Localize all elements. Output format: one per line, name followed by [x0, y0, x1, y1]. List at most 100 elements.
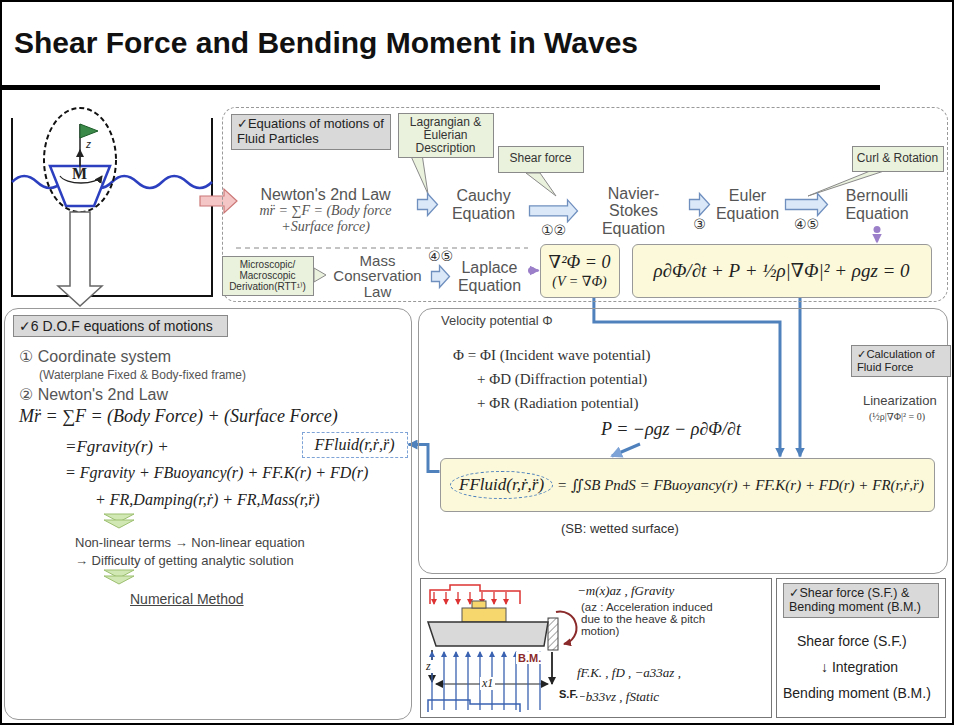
- drawn-shape: [428, 622, 548, 646]
- node-text: ✓6 D.O.F equations of motions: [13, 315, 228, 337]
- node-text: Bernoulli Equation: [834, 187, 921, 222]
- drawn-shape: [410, 154, 428, 194]
- node-text: (az : Acceleration induced due to the he…: [581, 601, 721, 637]
- equation-block: Cauchy Equation: [440, 183, 528, 227]
- drawn-shape: [80, 124, 98, 138]
- node-text: Curl & Rotation: [857, 152, 938, 165]
- drawn-shape: [432, 266, 450, 288]
- node-text: Shear force: [509, 152, 571, 165]
- node-text: → Difficulty of getting analytic solutio…: [75, 553, 294, 568]
- drawn-shape: [526, 173, 556, 196]
- edge-label: ①②: [539, 223, 568, 238]
- node-text: Lagrangian & Eulerian Description: [403, 116, 489, 156]
- edge-label: ③: [691, 217, 708, 232]
- node-text: (½ρ|∇Φ|² = 0): [869, 411, 925, 422]
- node-text: Bending moment (B.M.): [783, 685, 943, 701]
- callout-box: Curl & Rotation: [852, 146, 944, 172]
- formula-box: FFluid(r,ṙ,r̈)= ∬SB PndS = FBuoyancy(r) …: [440, 458, 935, 512]
- node-text: (V = ∇Φ): [552, 273, 607, 290]
- pressure-arrow: [612, 444, 640, 456]
- drawn-shape: [462, 608, 506, 622]
- law-block: Newton's 2nd Lawmr̈ = ∑F = (Body force +…: [236, 178, 416, 244]
- drawn-shape: [528, 267, 535, 274]
- connector: [530, 200, 578, 222]
- node-text: ↓ Integration: [821, 659, 941, 675]
- node-text: Mr̈ = ∑F = (Body Force) + (Surface Force…: [19, 406, 338, 427]
- node-text: P = −ρgz − ρ∂Φ/∂t: [601, 419, 741, 440]
- node-text: + ΦR (Radiation potential): [477, 395, 638, 412]
- region-panel: ✓Calculation of Fluid Force Velocity pote…: [418, 308, 948, 574]
- connector: [800, 298, 801, 457]
- node-text: ② Newton's 2nd Law: [19, 385, 168, 404]
- drawn-shape: [455, 652, 456, 710]
- region-panel: ✓6 D.O.F equations of motions① Coordinat…: [4, 308, 412, 720]
- connector: [418, 194, 438, 216]
- node-text: Navier-Stokes Equation: [584, 185, 684, 238]
- drawn-shape: [548, 618, 558, 650]
- node-text: fF.K. , fD , −a33az ,: [577, 665, 769, 681]
- node-text: ∇²Φ = 0: [549, 251, 611, 273]
- inset-box: −m(x)az , fGravity(az : Acceleration ind…: [420, 578, 772, 718]
- drawn-shape: [104, 520, 134, 528]
- result-box: ✓Shear force (S.F.) & Bending moment (B.…: [776, 578, 946, 718]
- node-text: Velocity potential Φ: [441, 313, 553, 328]
- equation-block: Laplace Equation: [452, 256, 528, 298]
- node-text: Cauchy Equation: [444, 187, 524, 222]
- node-text: ✓Calculation of Fluid Force: [851, 345, 951, 377]
- drawn-shape: [469, 592, 470, 604]
- drawn-shape: [467, 652, 468, 710]
- node-text: Linearization: [863, 393, 937, 408]
- dashed-term-box: FFluid(r,ṙ,r̈): [302, 432, 408, 458]
- drawn-shape: [314, 268, 326, 282]
- node-text: = Fgravity + FBuoyancy(r) + FF.K(r) + FD…: [65, 464, 368, 482]
- drawn-shape: [503, 652, 504, 710]
- node-text: Non-linear terms → Non-linear equation: [75, 535, 305, 550]
- node-text: Shear force (S.F.): [797, 633, 942, 649]
- figure-label: x1: [480, 677, 495, 690]
- drawn-shape: [104, 576, 134, 584]
- drawn-shape: [418, 194, 438, 216]
- node-text: Mass Conservation Law: [330, 253, 426, 300]
- node-text: = ∬SB PndS = FBuoyancy(r) + FF.K(r) + FD…: [557, 476, 924, 494]
- drawn-shape: [530, 200, 578, 222]
- connector: [409, 445, 440, 472]
- node-text: + ΦD (Diffraction potential): [477, 371, 647, 388]
- drawn-shape: [58, 212, 102, 306]
- callout-box: Lagrangian & Eulerian Description: [398, 113, 494, 159]
- figure-label: M: [70, 165, 89, 183]
- drawn-shape: [472, 601, 486, 608]
- drawn-shape: [12, 118, 212, 296]
- drawn-shape: [786, 194, 828, 216]
- drawn-shape: [200, 189, 237, 213]
- node-text: Euler Equation: [716, 187, 780, 222]
- drawn-shape: [433, 592, 434, 604]
- node-text: ✓Equations of motions of Fluid Particles: [231, 114, 391, 150]
- ship-load-illustration: [428, 585, 576, 712]
- drawn-shape: [443, 652, 444, 710]
- drawn-shape: [50, 166, 110, 206]
- callout-box: Shear force: [498, 146, 584, 173]
- connector: [786, 194, 828, 216]
- drawn-shape: [44, 108, 116, 212]
- drawn-shape: [434, 592, 506, 604]
- drawn-shape: [493, 592, 494, 604]
- formula-box: ρ∂Φ/∂t + P + ½ρ|∇Φ|² + ρgz = 0: [632, 244, 932, 298]
- node-text: (SB: wetted surface): [561, 521, 679, 536]
- drawn-shape: [457, 592, 458, 604]
- node-text: mr̈ = ∑F = (Body force +Surface force): [240, 203, 412, 235]
- equation-block: Bernoulli Equation: [830, 183, 925, 227]
- connector: [528, 267, 539, 274]
- drawn-shape: [428, 700, 520, 712]
- figure-label: z: [84, 139, 93, 150]
- edge-label: ④⑤: [792, 217, 821, 232]
- connector: [432, 266, 450, 288]
- separator: [236, 247, 528, 248]
- equation-block: Navier-Stokes Equation: [580, 183, 688, 240]
- connector: [690, 194, 710, 216]
- node-text: FFluid(r,ṙ,r̈): [450, 471, 553, 499]
- node-text: Numerical Method: [130, 591, 244, 607]
- node-text: Laplace Equation: [456, 259, 524, 294]
- edge-label: ④⑤: [426, 249, 455, 264]
- figure-label: S.F.: [557, 688, 580, 700]
